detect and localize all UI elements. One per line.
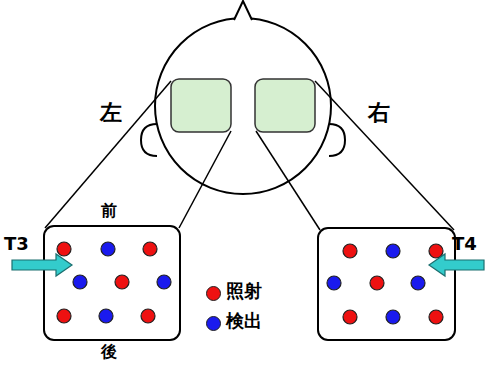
zoom-line bbox=[256, 131, 320, 230]
zoom-line bbox=[179, 131, 231, 228]
position-label: T3 bbox=[4, 234, 29, 255]
head-circle bbox=[155, 18, 331, 194]
left-ear bbox=[141, 124, 157, 156]
probe-box-left bbox=[44, 226, 180, 340]
right-ear bbox=[329, 124, 345, 156]
zoom-line bbox=[45, 81, 171, 228]
zoom-line bbox=[315, 81, 454, 230]
probe-box-right bbox=[318, 228, 455, 340]
optodes-right bbox=[327, 244, 443, 324]
position-label: T4 bbox=[452, 234, 477, 255]
direction-label: 前 bbox=[101, 202, 117, 220]
legend-text: 検出 bbox=[226, 311, 262, 332]
legend-swatch bbox=[206, 316, 221, 331]
direction-label: 後 bbox=[101, 343, 117, 361]
optodes-left bbox=[57, 242, 171, 323]
legend-swatch bbox=[206, 286, 221, 301]
probe-area-left bbox=[171, 79, 231, 132]
nose bbox=[234, 1, 252, 20]
side-label: 左 bbox=[100, 100, 122, 125]
side-label: 右 bbox=[368, 100, 390, 125]
legend-text: 照射 bbox=[226, 281, 262, 302]
probe-area-right bbox=[255, 79, 315, 132]
position-arrow bbox=[12, 254, 72, 276]
position-arrow bbox=[429, 254, 484, 276]
